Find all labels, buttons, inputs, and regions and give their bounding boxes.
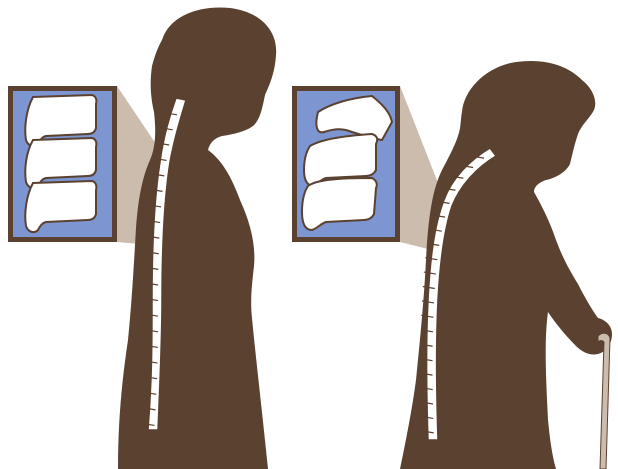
woman-silhouette [118, 7, 276, 469]
normal-vertebrae [25, 95, 96, 232]
walking-cane [598, 333, 610, 469]
healthy-figure [8, 7, 276, 469]
elderly-figure [292, 61, 612, 469]
